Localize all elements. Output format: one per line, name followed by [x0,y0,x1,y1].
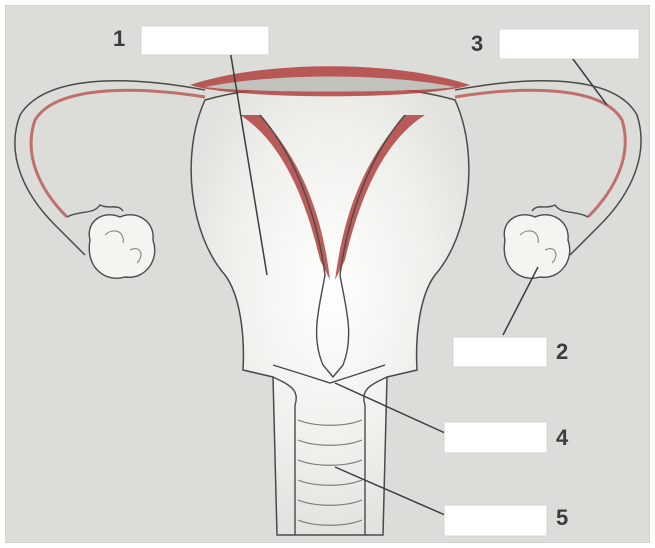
label-number-5: 5 [556,507,568,529]
label-number-3: 3 [471,33,483,55]
label-box-2[interactable] [453,337,547,367]
label-box-5[interactable] [444,505,547,536]
label-number-1: 1 [113,28,125,50]
label-box-3[interactable] [499,29,639,59]
reproductive-system-diagram [5,5,650,543]
label-box-1[interactable] [141,26,269,55]
label-number-4: 4 [556,427,568,449]
left-ovary [89,215,155,278]
label-box-4[interactable] [444,422,547,453]
label-number-2: 2 [556,341,568,363]
